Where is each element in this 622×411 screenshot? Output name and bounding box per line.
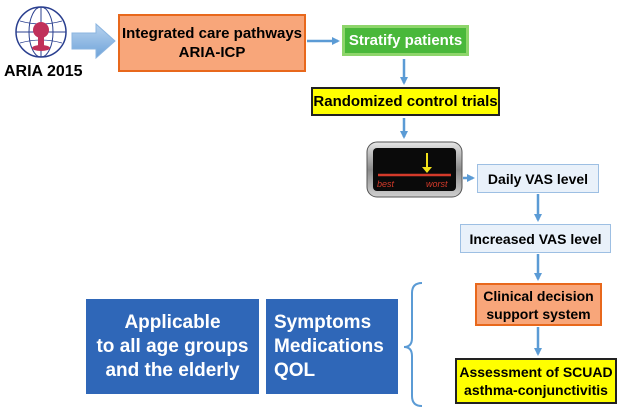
- outcomes-line1: Symptoms: [274, 311, 372, 333]
- vas-worst-label: worst: [426, 179, 448, 189]
- applicable-line2: to all age groups: [96, 335, 249, 357]
- clinical-decision-support-box: Clinical decision support system: [475, 283, 602, 326]
- scuad-line1: Assessment of SCUAD: [459, 364, 613, 380]
- cdss-line1: Clinical decision: [483, 287, 594, 304]
- logo-caption: ARIA 2015: [4, 63, 83, 80]
- applicable-line1: Applicable: [124, 311, 221, 333]
- grouping-bracket: [403, 282, 423, 407]
- outcomes-line2: Medications: [274, 335, 384, 357]
- rct-label: Randomized control trials: [313, 93, 498, 110]
- randomized-control-trials-box: Randomized control trials: [311, 87, 500, 116]
- applicable-age-groups-box: Applicable to all age groups and the eld…: [86, 299, 259, 394]
- vas-device-icon: best worst: [366, 141, 463, 198]
- cdss-line2: support system: [486, 305, 591, 322]
- integrated-care-pathways-box: Integrated care pathways ARIA-ICP: [118, 14, 306, 72]
- logo-to-icp-arrow: [71, 22, 116, 60]
- daily-vas-level-box: Daily VAS level: [477, 164, 599, 193]
- applicable-line3: and the elderly: [105, 359, 240, 381]
- outcomes-line3: QOL: [274, 359, 316, 381]
- vas-best-label: best: [377, 179, 395, 189]
- outcomes-box: Symptoms Medications QOL: [266, 299, 398, 394]
- increased-vas-level-box: Increased VAS level: [460, 224, 611, 253]
- daily-label: Daily VAS level: [487, 170, 589, 187]
- icp-line2: ARIA-ICP: [178, 44, 246, 61]
- stratify-label: Stratify patients: [348, 32, 463, 49]
- increased-label: Increased VAS level: [469, 230, 602, 247]
- icp-line1: Integrated care pathways: [121, 25, 303, 42]
- scuad-line2: asthma-conjunctivitis: [464, 382, 608, 398]
- aria-globe-logo-icon: [15, 6, 67, 58]
- stratify-patients-box: Stratify patients: [342, 25, 469, 56]
- scuad-assessment-box: Assessment of SCUAD asthma-conjunctiviti…: [455, 358, 617, 404]
